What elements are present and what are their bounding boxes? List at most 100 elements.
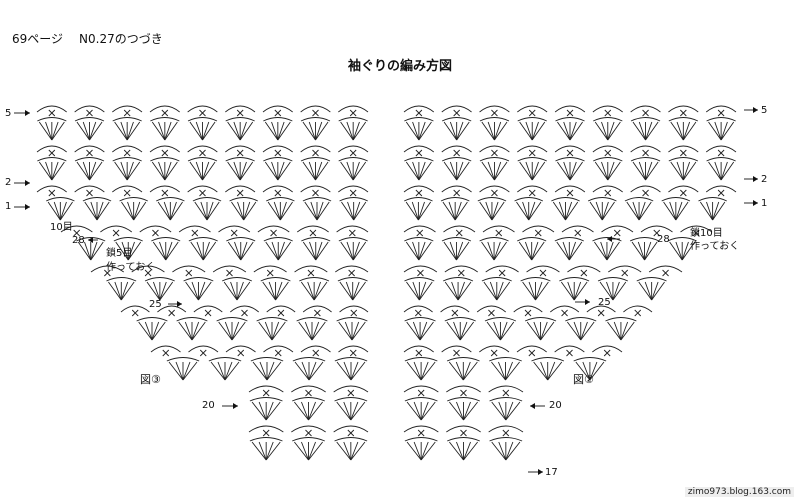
single-crochet-mark (495, 229, 503, 237)
chain-arch (302, 305, 332, 313)
double-crochet-post (565, 201, 573, 221)
fan-top (263, 157, 293, 162)
double-crochet-post (340, 241, 354, 261)
double-crochet-post (353, 201, 367, 221)
single-crochet-mark (349, 109, 357, 117)
double-crochet-post (301, 401, 309, 421)
single-crochet-mark (528, 149, 536, 157)
double-crochet-post (251, 401, 267, 421)
fan-top (559, 277, 590, 282)
fan-top (404, 157, 434, 162)
chain-arch (440, 305, 470, 313)
double-crochet-post (151, 161, 166, 181)
double-crochet-post (420, 401, 429, 421)
double-crochet-post (178, 321, 193, 341)
fan-top (150, 157, 180, 162)
double-crochet-post (236, 281, 251, 301)
fan-top (404, 117, 434, 122)
double-crochet-post (443, 241, 457, 261)
double-crochet-post (485, 201, 493, 221)
left-chain-note-1: 鎖5目 (106, 248, 133, 259)
chain-arch (403, 345, 434, 353)
single-crochet-mark (312, 349, 320, 357)
double-crochet-post (202, 241, 210, 261)
single-crochet-mark (460, 429, 467, 437)
double-crochet-post (531, 241, 539, 261)
double-crochet-post (157, 201, 171, 221)
single-crochet-mark (161, 149, 169, 157)
arrow-head (753, 176, 758, 182)
fan-top (226, 237, 256, 242)
page-reference: 69ページ (12, 32, 64, 46)
double-crochet-post (164, 121, 178, 141)
chain-arch (592, 105, 623, 113)
double-crochet-post (569, 161, 577, 181)
double-crochet-post (505, 401, 514, 421)
fan-top (249, 397, 283, 402)
chain-arch (187, 145, 218, 153)
chain-arch (561, 225, 594, 233)
double-crochet-post (567, 321, 582, 341)
double-crochet-post (406, 281, 420, 301)
double-crochet-post (676, 121, 684, 141)
double-crochet-post (265, 441, 274, 461)
double-crochet-post (540, 321, 548, 341)
double-crochet-post (82, 161, 90, 181)
double-crochet-post (294, 441, 309, 461)
double-crochet-post (90, 241, 98, 261)
fan-top (144, 277, 175, 282)
single-crochet-mark (642, 109, 649, 117)
fan-top (334, 357, 368, 362)
double-crochet-post (352, 241, 360, 261)
double-crochet-post (670, 161, 684, 181)
single-crochet-mark (528, 109, 536, 117)
double-crochet-post (419, 321, 434, 341)
chain-arch (554, 105, 586, 113)
chain-arch (592, 145, 623, 153)
single-crochet-mark (314, 309, 321, 317)
double-crochet-post (483, 281, 498, 301)
double-crochet-post (258, 321, 273, 341)
double-crochet-post (412, 281, 420, 301)
fan-top (489, 357, 522, 362)
single-crochet-mark (457, 269, 465, 277)
fan-top (706, 157, 736, 162)
single-crochet-mark (604, 149, 612, 157)
double-crochet-post (519, 121, 533, 141)
single-crochet-mark (307, 269, 315, 277)
double-crochet-post (262, 281, 276, 301)
chain-arch (479, 105, 510, 113)
double-crochet-post (487, 241, 495, 261)
chain-arch (112, 145, 143, 153)
single-crochet-mark (642, 149, 649, 157)
double-crochet-post (158, 161, 166, 181)
fan-top (299, 277, 330, 282)
double-crochet-post (224, 361, 240, 381)
fan-top (216, 317, 248, 322)
double-crochet-post (51, 121, 65, 141)
double-crochet-post (420, 401, 436, 421)
double-crochet-post (600, 241, 608, 261)
chain-arch (403, 225, 436, 233)
single-crochet-mark (528, 349, 536, 357)
fan-top (37, 157, 67, 162)
double-crochet-post (494, 121, 502, 141)
double-crochet-post (558, 201, 566, 221)
double-crochet-post (505, 441, 521, 461)
left-chain-note-2: 作っておく (106, 262, 156, 273)
double-crochet-post (632, 201, 640, 221)
double-crochet-post (645, 161, 659, 181)
chain-arch (446, 385, 481, 393)
double-crochet-post (420, 441, 429, 461)
double-crochet-post (304, 321, 313, 341)
chain-arch (131, 265, 165, 273)
double-crochet-post (560, 281, 575, 301)
double-crochet-post (315, 121, 329, 141)
arrow-head (607, 236, 612, 242)
fan-top (520, 277, 551, 282)
double-crochet-post (169, 201, 183, 221)
double-crochet-post (582, 361, 591, 381)
single-crochet-mark (347, 389, 355, 397)
double-crochet-post (620, 321, 629, 341)
single-crochet-mark (86, 149, 93, 157)
